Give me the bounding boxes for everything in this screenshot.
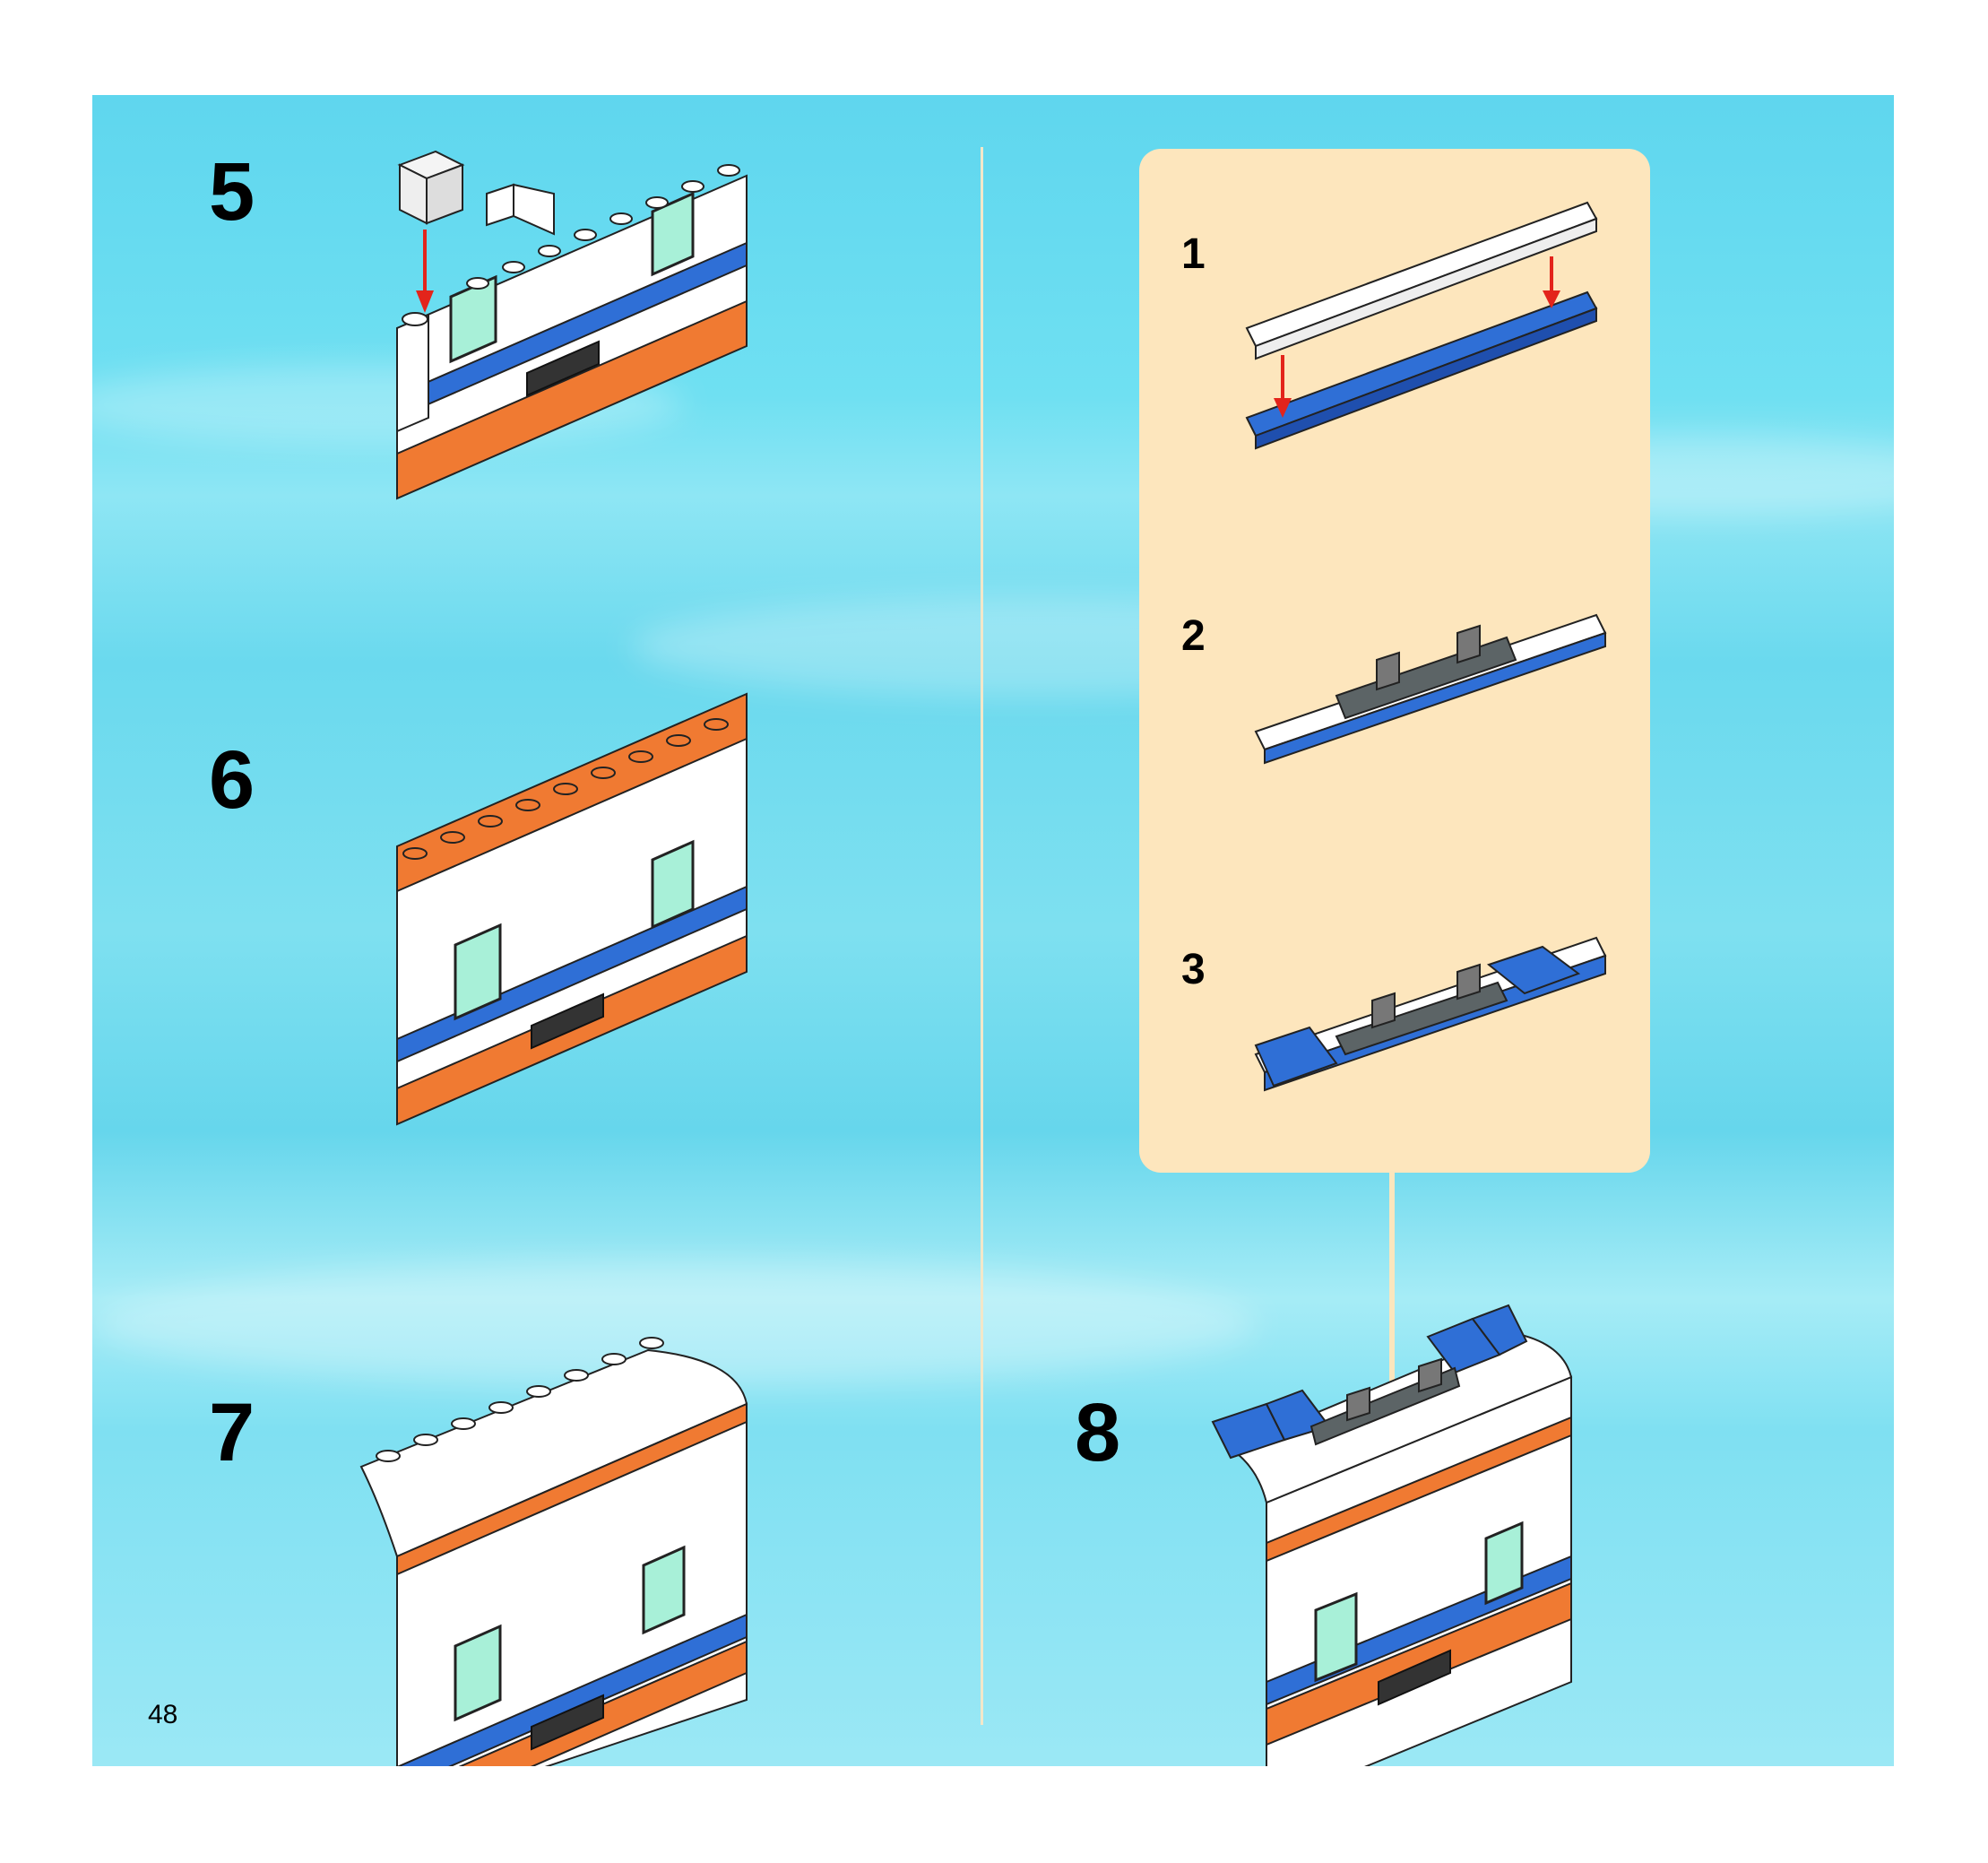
step-6-wall-assembly	[397, 739, 863, 1151]
substep-number-1: 1	[1181, 230, 1206, 279]
step-number-6: 6	[209, 733, 255, 828]
step-5-part-arrow	[391, 147, 462, 326]
substep-number-2: 2	[1181, 611, 1206, 661]
instruction-page: 5 6 7 8 1 2 3	[92, 95, 1894, 1766]
step-7-wall-assembly	[361, 1350, 863, 1766]
substep-2-assembly	[1238, 597, 1614, 803]
substep-1-plates	[1238, 194, 1614, 445]
step-8-wall-assembly	[1213, 1278, 1715, 1766]
substep-number-3: 3	[1181, 945, 1206, 994]
step-number-5: 5	[209, 145, 255, 239]
step-number-8: 8	[1075, 1386, 1120, 1480]
column-divider	[981, 147, 983, 1725]
substep-3-assembly	[1238, 920, 1614, 1144]
step-number-7: 7	[209, 1386, 255, 1480]
page-number: 48	[148, 1700, 177, 1730]
